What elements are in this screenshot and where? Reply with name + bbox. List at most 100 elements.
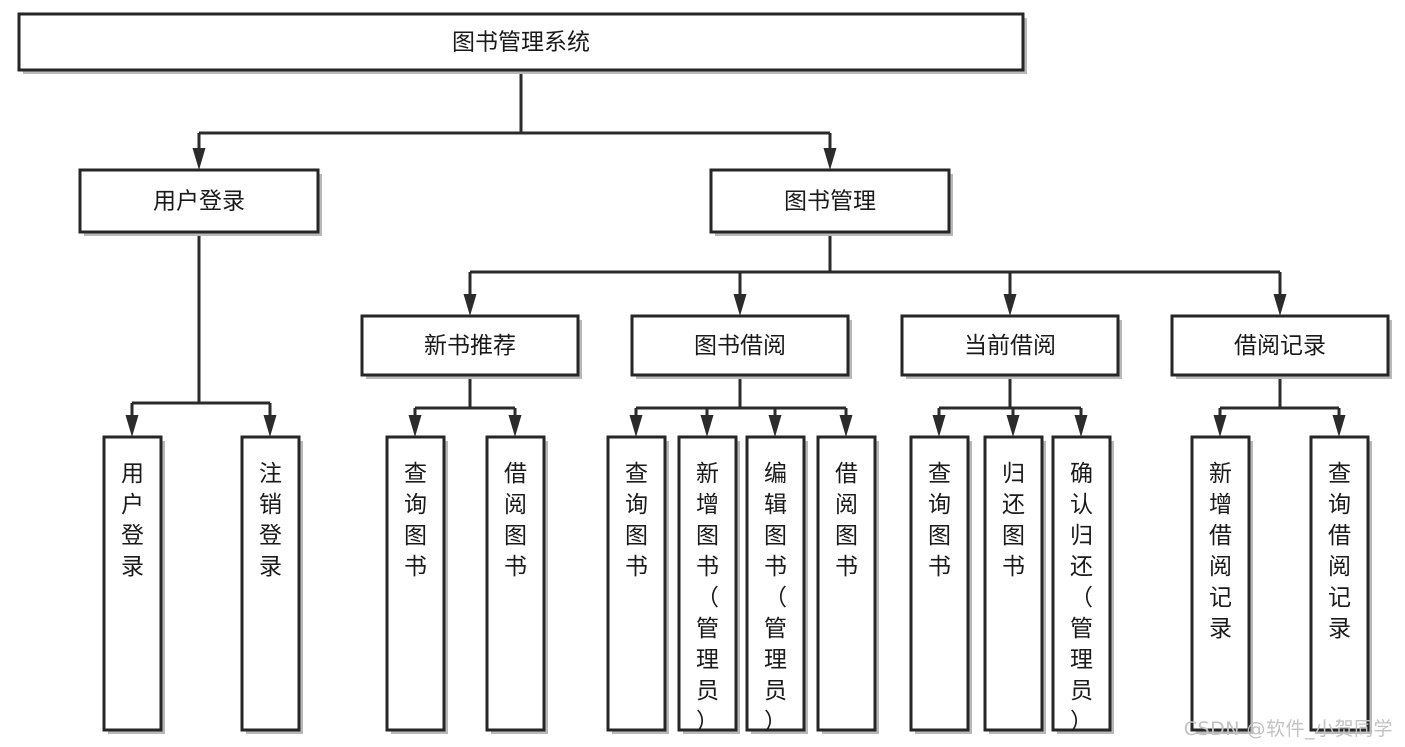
- node-label-char: 记: [1209, 585, 1232, 611]
- node-label-char: 增: [1209, 492, 1232, 518]
- node-label-char: 新: [1209, 461, 1232, 487]
- node-box[interactable]: [1170, 314, 1390, 377]
- node-box[interactable]: [606, 435, 667, 732]
- arrow-head: [1074, 415, 1088, 437]
- node-label-char: 录: [1328, 616, 1351, 642]
- connector-login: [125, 232, 277, 437]
- node-label-char: 登: [121, 523, 144, 549]
- connector-records: [1213, 375, 1346, 437]
- node-label-char: 编: [764, 461, 787, 487]
- node-box[interactable]: [816, 435, 877, 732]
- node-label-char: 还: [1002, 492, 1025, 518]
- node-label-char: 借: [504, 461, 527, 487]
- node-leaf-login-1[interactable]: 用户登录: [102, 435, 165, 734]
- node-box[interactable]: [240, 435, 301, 732]
- node-label: 图书管理: [784, 189, 876, 215]
- node-root[interactable]: 图书管理系统: [17, 12, 1027, 74]
- node-box[interactable]: [900, 314, 1120, 377]
- node-box[interactable]: [485, 435, 546, 732]
- node-newbook[interactable]: 新书推荐: [360, 314, 582, 379]
- node-label-char: 员: [696, 678, 719, 704]
- node-box[interactable]: [745, 435, 806, 732]
- node-box[interactable]: [360, 314, 580, 377]
- node-label: 图书管理系统: [452, 30, 590, 56]
- arrow-head: [768, 415, 782, 437]
- node-label-char: 理: [764, 647, 787, 673]
- node-label-char: 书: [764, 554, 787, 580]
- node-label-char: 归: [1002, 461, 1025, 487]
- node-label-char: 书: [835, 554, 858, 580]
- node-label-char: 借: [1328, 523, 1351, 549]
- arrow-head: [1273, 294, 1287, 316]
- connector-bookmgmt: [463, 232, 1287, 316]
- node-box[interactable]: [1309, 435, 1370, 732]
- node-label-char: 图: [404, 523, 427, 549]
- node-label-char: 注: [259, 461, 282, 487]
- node-box[interactable]: [78, 168, 320, 234]
- node-label-char: 记: [1328, 585, 1351, 611]
- node-box[interactable]: [1051, 435, 1112, 732]
- arrow-head: [263, 415, 277, 437]
- node-box[interactable]: [1190, 435, 1251, 732]
- node-label-char: ）: [764, 709, 787, 735]
- node-box[interactable]: [385, 435, 446, 732]
- node-label-char: 理: [1070, 647, 1093, 673]
- connector-current: [932, 375, 1088, 437]
- node-box[interactable]: [677, 435, 738, 732]
- node-records[interactable]: 借阅记录: [1170, 314, 1392, 379]
- node-label-char: 辑: [764, 492, 787, 518]
- node-box[interactable]: [17, 12, 1025, 72]
- node-label-char: 认: [1070, 492, 1093, 518]
- node-login[interactable]: 用户登录: [78, 168, 322, 236]
- arrow-head: [125, 415, 139, 437]
- node-label-char: 员: [1070, 678, 1093, 704]
- node-label-char: 书: [404, 554, 427, 580]
- node-label-char: （: [1070, 585, 1093, 611]
- node-bookmgmt[interactable]: 图书管理: [709, 168, 953, 236]
- node-label-char: ）: [1070, 709, 1093, 735]
- node-box[interactable]: [909, 435, 970, 732]
- node-label-char: 书: [504, 554, 527, 580]
- node-label-char: 图: [504, 523, 527, 549]
- arrow-head: [463, 294, 477, 316]
- node-borrow[interactable]: 图书借阅: [630, 314, 852, 379]
- node-label-char: 阅: [1328, 554, 1351, 580]
- node-label: 图书借阅: [694, 333, 786, 359]
- connector-root: [192, 70, 837, 170]
- node-label-char: 查: [928, 461, 951, 487]
- node-box[interactable]: [709, 168, 951, 234]
- node-label: 借阅记录: [1234, 333, 1326, 359]
- node-label-char: 阅: [1209, 554, 1232, 580]
- node-label-char: 户: [121, 492, 144, 518]
- node-label-char: 借: [835, 461, 858, 487]
- node-label: 新书推荐: [424, 333, 516, 359]
- node-current[interactable]: 当前借阅: [900, 314, 1122, 379]
- arrow-head: [932, 415, 946, 437]
- node-label-char: 询: [404, 492, 427, 518]
- node-label-char: 阅: [835, 492, 858, 518]
- node-label-char: ）: [696, 709, 719, 735]
- node-label-char: 书: [1002, 554, 1025, 580]
- node-box[interactable]: [102, 435, 163, 732]
- node-label-char: （: [764, 585, 787, 611]
- arrow-head: [408, 415, 422, 437]
- node-label-char: 查: [1328, 461, 1351, 487]
- connector-newbook: [408, 375, 522, 437]
- node-label-char: 借: [1209, 523, 1232, 549]
- arrow-head: [839, 415, 853, 437]
- node-box[interactable]: [983, 435, 1044, 732]
- node-box[interactable]: [630, 314, 850, 377]
